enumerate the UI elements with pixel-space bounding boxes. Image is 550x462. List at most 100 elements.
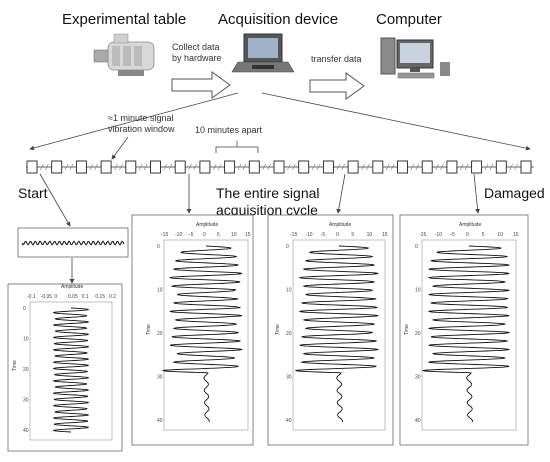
timeline-break-mark (89, 163, 99, 171)
amp-tick-label: 15 (245, 232, 251, 238)
plot-area (163, 239, 249, 431)
timeline-window-box (248, 160, 260, 174)
timeline-window-box (520, 160, 532, 174)
amplitude-axis-label: Amplitude (459, 222, 481, 228)
amp-tick-label: -15 (161, 232, 168, 238)
timeline-break-mark (262, 163, 271, 171)
signal-waveform (421, 245, 511, 423)
time-tick-label: 30 (286, 375, 292, 381)
stage-acquisition-device-label: Acquisition device (218, 11, 338, 28)
amp-tick-label: -0.05 (41, 294, 53, 300)
transfer-arrow (309, 72, 365, 100)
time-tick-label: 10 (23, 337, 29, 343)
signal-waveform (294, 245, 380, 423)
amp-tick-label: 0 (336, 232, 339, 238)
amp-tick-label: 0 (54, 294, 57, 300)
time-tick-label: 20 (23, 367, 29, 373)
timeline-window-box (298, 160, 310, 174)
time-tick-label: 40 (286, 418, 292, 424)
timeline-break-mark (114, 163, 123, 171)
time-tick-label: 40 (23, 428, 29, 434)
collect-arrow (171, 71, 231, 99)
stage-computer-label: Computer (376, 11, 442, 28)
motor-image (93, 33, 155, 76)
timeline-window-box (75, 160, 87, 174)
pointer-start (39, 173, 71, 227)
cycle-label-line2: acquisition cycle (216, 202, 318, 218)
timeline-window-box (199, 160, 211, 174)
amp-tick-label: -10 (305, 232, 312, 238)
amp-tick-label: 10 (497, 232, 503, 238)
timeline-break-mark (361, 163, 370, 171)
timeline-window-box (26, 160, 38, 174)
amp-tick-label: -15 (419, 232, 426, 238)
amp-tick-label: -5 (450, 232, 455, 238)
timeline-window-box (495, 160, 507, 174)
amplitude-axis-label: Amplitude (329, 222, 351, 228)
plot-area (292, 239, 386, 431)
window-label-line1: ≈1 minute signal (108, 113, 173, 123)
computer-image (380, 37, 450, 79)
amp-tick-label: -5 (189, 232, 194, 238)
timeline-window-box (446, 160, 458, 174)
timeline-break-mark (237, 163, 247, 171)
signal-waveform (161, 245, 243, 423)
amp-tick-label: 15 (382, 232, 388, 238)
timeline-window-box (273, 160, 285, 174)
window-pointer (111, 136, 129, 160)
stage-experimental-table-label: Experimental table (62, 11, 186, 28)
plot-area (421, 239, 517, 431)
time-axis-label: Time (404, 324, 410, 335)
time-tick-label: 30 (415, 375, 421, 381)
acquisition-laptop-image (231, 33, 295, 73)
span-line-left (29, 92, 239, 151)
time-tick-label: 20 (157, 331, 163, 337)
collect-label-line1: Collect data (172, 42, 220, 52)
transfer-label: transfer data (311, 54, 362, 64)
timeline-break-mark (188, 163, 197, 171)
timeline-break-mark (410, 163, 420, 171)
amp-tick-label: 0.2 (109, 294, 116, 300)
timeline-window-box (397, 160, 408, 174)
time-tick-label: 0 (415, 244, 418, 250)
amp-tick-label: 0 (466, 232, 469, 238)
timeline-break-mark (212, 163, 222, 171)
timeline-break-mark (336, 163, 346, 171)
time-tick-label: 20 (286, 331, 292, 337)
timeline-break-mark (459, 163, 469, 171)
time-axis-label: Time (12, 360, 18, 371)
cycle-label-line1: The entire signal (216, 185, 320, 201)
timeline-break-mark (311, 163, 321, 171)
amp-tick-label: 10 (231, 232, 237, 238)
timeline-break-mark (287, 163, 296, 171)
signal-waveform (53, 307, 89, 433)
amp-tick-label: 0 (203, 232, 206, 238)
timeline-break-mark (138, 163, 148, 171)
amplitude-axis-label: Amplitude (196, 222, 218, 228)
timeline-break-mark (509, 163, 518, 171)
span-line-right (261, 92, 531, 151)
time-tick-label: 40 (415, 418, 421, 424)
time-tick-label: 40 (157, 418, 163, 424)
time-tick-label: 0 (286, 244, 289, 250)
timeline-window-box (150, 160, 161, 174)
amp-tick-label: 5 (482, 232, 485, 238)
amp-tick-label: -10 (435, 232, 442, 238)
pointer-panel-3 (336, 173, 346, 214)
amp-tick-label: -15 (290, 232, 297, 238)
amp-tick-label: -10 (175, 232, 182, 238)
time-tick-label: 10 (415, 288, 421, 294)
time-tick-label: 0 (23, 306, 26, 312)
timeline-break-mark (435, 163, 444, 171)
timeline-window-box (421, 160, 433, 174)
amp-tick-label: 0.1 (82, 294, 89, 300)
amp-tick-label: 5 (217, 232, 220, 238)
timeline-break-mark (40, 163, 49, 171)
timeline-window-box (224, 160, 236, 174)
amp-tick-label: -0.1 (27, 294, 36, 300)
timeline-break-mark (385, 163, 395, 171)
